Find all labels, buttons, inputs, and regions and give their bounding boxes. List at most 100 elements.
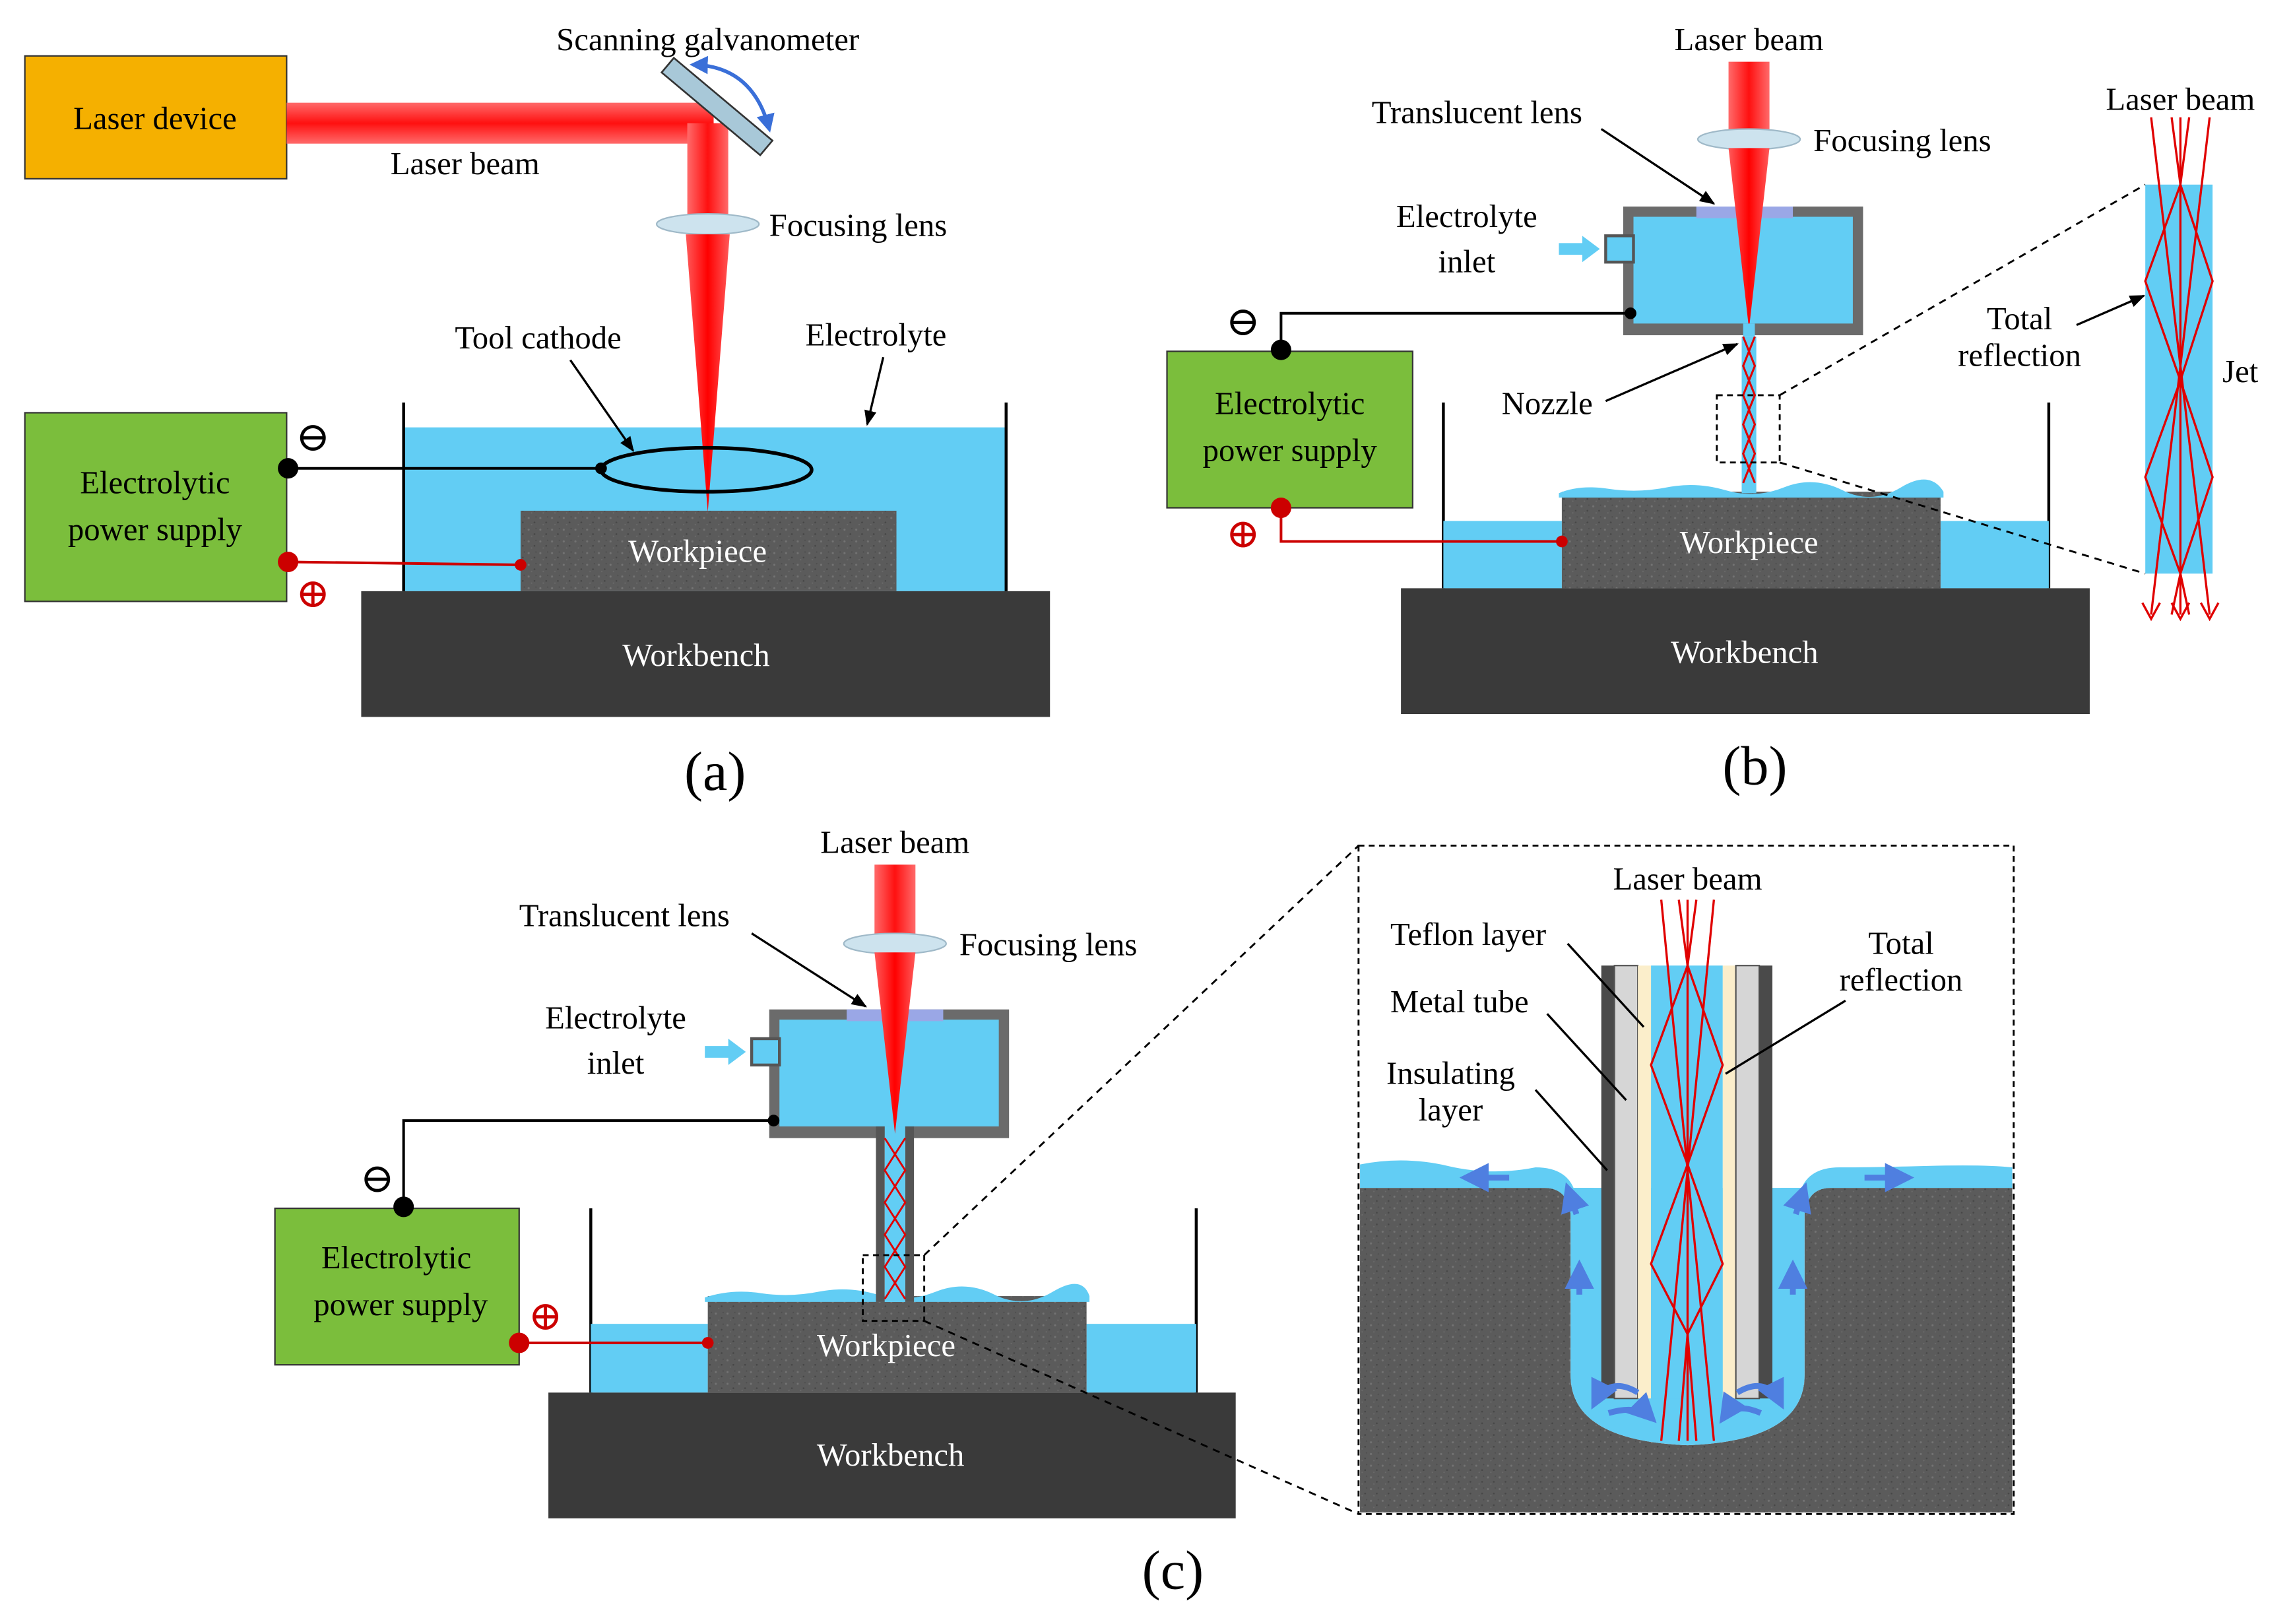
teflon-layer-label: Teflon layer (1390, 917, 1546, 952)
total-reflection-label-line1: Total (1868, 925, 1933, 961)
total-reflection-label-line2: reflection (1958, 338, 2081, 374)
inlet-port (1604, 234, 1635, 264)
cathode-wire-joint (767, 1115, 780, 1126)
panel-b: Workpiece Workbench Laser beam Focusing … (1166, 22, 2259, 796)
electrolyte-film (1559, 479, 1944, 498)
metal-tube-right (1735, 965, 1760, 1400)
metal-tube-label: Metal tube (1390, 984, 1529, 1020)
plus-symbol: ⊕ (1226, 511, 1260, 556)
metal-tube-right-wall (905, 1126, 915, 1302)
anode-wire-joint (1556, 535, 1568, 548)
focused-laser-cone (686, 234, 730, 513)
insulating-layer-label-line2: layer (1419, 1092, 1483, 1128)
tube-reflection-lines (884, 1137, 907, 1300)
plus-symbol: ⊕ (529, 1294, 563, 1339)
laser-beam-label: Laser beam (391, 146, 540, 181)
zoom-box (1716, 394, 1781, 464)
cathode-wire-joint (595, 462, 607, 474)
insulating-layer-left (1601, 965, 1615, 1399)
minus-symbol: ⊖ (1226, 300, 1260, 344)
electrolyte-inlet-label-line2: inlet (1438, 244, 1496, 280)
inlet-port (750, 1037, 781, 1067)
workbench (548, 1392, 1236, 1518)
translucent-lens-label: Translucent lens (1372, 95, 1582, 131)
focusing-lens (1696, 128, 1801, 150)
anode-wire-joint (515, 559, 527, 571)
power-supply-label-line1: Electrolytic (1215, 386, 1365, 422)
electrolyte-inlet-label-line1: Electrolyte (1396, 199, 1537, 234)
zoom-line-bottom (924, 1320, 1359, 1515)
workpiece-label: Workpiece (628, 534, 767, 569)
metal-tube-left (1613, 965, 1639, 1400)
flow-arrow (1719, 1391, 1762, 1424)
workbench (361, 591, 1050, 717)
minus-symbol: ⊖ (360, 1157, 395, 1202)
focusing-lens-label: Focusing lens (1813, 123, 1991, 158)
workbench-label: Workbench (817, 1437, 965, 1473)
power-supply-box (24, 412, 288, 602)
insulating-layer-pointer (1534, 1089, 1608, 1171)
focusing-lens-label: Focusing lens (959, 927, 1137, 963)
focusing-lens (843, 932, 947, 955)
flow-arrow (1607, 1392, 1657, 1423)
jet-label: Jet (2222, 354, 2259, 389)
nozzle-gap (1743, 323, 1755, 337)
flow-arrow (1735, 1377, 1784, 1410)
electrolyte-pool-left (1443, 521, 1562, 589)
focused-laser-cone (874, 952, 916, 1134)
focusing-lens (655, 212, 760, 236)
flow-arrow (1783, 1182, 1811, 1216)
anode-wire (1279, 507, 1562, 543)
workbench-label: Workbench (1671, 634, 1819, 670)
panel-a-caption: (a) (684, 741, 746, 802)
galvanometer-rotation-arrow (689, 55, 775, 133)
teflon-layer-left (1638, 965, 1652, 1399)
panel-b-caption: (b) (1722, 735, 1787, 796)
laser-beam-label: Laser beam (820, 825, 969, 861)
power-supply-label-line2: power supply (1203, 433, 1378, 469)
electrolyte-pointer (864, 356, 885, 426)
laser-beam-vertical (687, 123, 728, 223)
flow-arrow (1591, 1377, 1640, 1410)
total-reflection-pointer (1725, 999, 1846, 1075)
workbench-label: Workbench (622, 637, 770, 673)
negative-terminal (1270, 339, 1291, 360)
focusing-lens-label: Focusing lens (769, 207, 947, 243)
power-supply-label-line2: power supply (68, 511, 243, 547)
tool-cathode-label: Tool cathode (455, 320, 621, 356)
electrolyte-film (705, 1283, 1090, 1302)
electrolyte-pool-left (591, 1324, 708, 1393)
electrolyte-pool-right (1940, 521, 2049, 589)
scanning-galvanometer-label: Scanning galvanometer (556, 22, 859, 57)
anode-wire (288, 560, 521, 566)
power-supply-label-line1: Electrolytic (321, 1240, 471, 1276)
tool-cathode-pointer (569, 359, 634, 453)
nozzle-label: Nozzle (1502, 386, 1593, 422)
total-reflection-label-line1: Total (1987, 301, 2052, 337)
power-supply-label-line1: Electrolytic (80, 465, 230, 500)
plus-symbol: ⊕ (296, 571, 330, 616)
flow-arrow (1561, 1182, 1590, 1216)
flow-arrows (1459, 1163, 1915, 1424)
panel-a: Workpiece Workbench Laser device Laser b… (24, 22, 1050, 802)
electrolyte-inlet-label-line2: inlet (587, 1045, 645, 1081)
teflon-layer-right (1722, 965, 1736, 1399)
nozzle-pointer (1605, 342, 1739, 403)
translucent-lens-label: Translucent lens (519, 897, 730, 933)
metal-tube-left-wall (876, 1126, 885, 1302)
anode-wire-joint (701, 1337, 714, 1349)
zoom-line-bottom (1779, 461, 2146, 575)
workpiece-label: Workpiece (817, 1328, 955, 1363)
laser-device-box (24, 55, 288, 179)
cathode-wire (1279, 311, 1631, 350)
teflon-layer-pointer (1566, 942, 1645, 1028)
inlet-arrow (1559, 236, 1600, 263)
workpiece (1561, 492, 1941, 589)
cathode-wire (402, 1119, 774, 1207)
minus-symbol: ⊖ (296, 415, 330, 460)
laser-beam-vertical (1728, 61, 1770, 138)
workpiece (707, 1296, 1087, 1393)
focused-laser-cone (1728, 148, 1770, 330)
laser-device-label: Laser device (73, 101, 237, 137)
